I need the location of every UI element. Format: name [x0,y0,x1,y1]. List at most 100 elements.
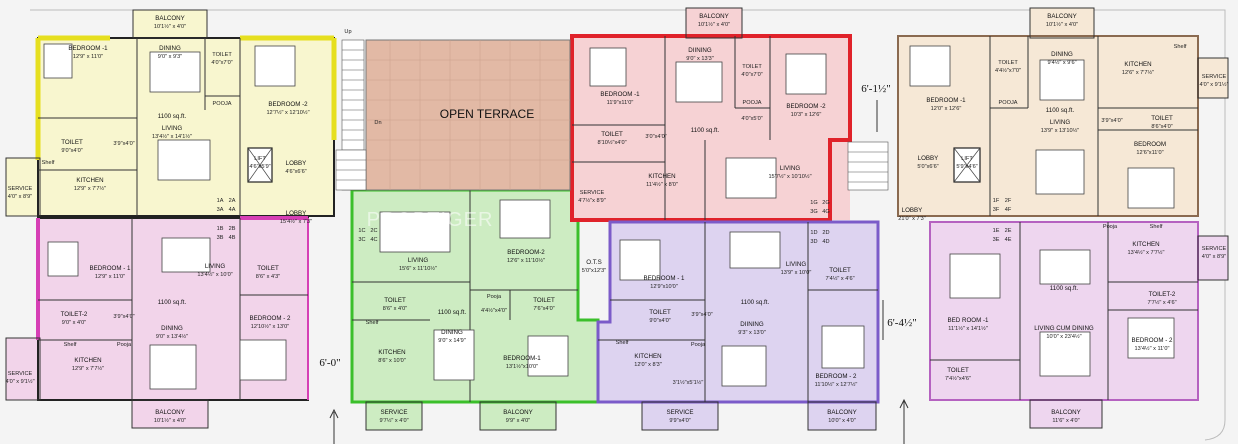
room-dim: 11'1½" x 14'1½" [948,325,988,332]
room-dim: 9'4½" x 9'6" [1047,59,1076,66]
unit-area: 1100 sq.ft. [1050,285,1079,292]
room-label: SERVICE [380,409,407,416]
labels-red-unit: DIINING 9'0" x 13'3" TOILET 4'0"x7'0" BE… [578,47,830,215]
room-label: LIVING [205,263,225,270]
room-dim: 4'0" x 9'1½" [5,378,34,385]
unit-code: 3C [358,237,365,243]
room-dim: 13'4½" x 11'0" [1135,345,1170,352]
room-dim: 9'0" x 4'0" [62,320,86,326]
room-dim: 4'0"x7'0" [211,60,232,66]
room-dim: 8'6" x 10'0" [378,358,406,364]
room-label: DINING [1051,51,1073,58]
room-label: BEDROOM - 1 [90,265,131,272]
unit-code: 3D [810,239,817,245]
lobby-label: LOBBY [286,210,307,217]
unit-area: 1100 sq.ft. [438,309,467,316]
balcony-label: BALCONY [1051,409,1081,416]
balcony-dim: 10'1½" x 4'0" [1046,21,1078,28]
watermark: PROPTIGER [367,209,494,231]
room-label: LIVING [408,257,428,264]
balcony-label: BALCONY [1047,13,1077,20]
stairs-up-label: Up [344,29,351,35]
room-label: BEDROOM - 2 [816,373,857,380]
unit-code: 1C [358,228,365,234]
unit-code: 1A [217,198,224,204]
room-label: Pooja [691,342,706,348]
room-label: Shelf [366,320,379,326]
labels-beige-unit: BEDROOM -1 12'0" x 12'6" DINING 9'4½" x … [926,44,1228,213]
room-dim: 8'6"x4'0" [1151,124,1172,130]
unit-code: 4E [1005,237,1012,243]
room-dim: 9'0"x4'0" [649,318,670,324]
room-label: Shelf [1174,44,1187,50]
unit-code: 2F [1005,198,1012,204]
unit-code: 2E [1005,228,1012,234]
room-label: LIVING [162,125,182,132]
room-label: KITCHEN [1124,61,1151,68]
unit-area: 1100 sq.ft. [158,113,187,120]
room-label: BEDROOM -1 [600,91,640,98]
room-dim: 12'6" x 11'10½" [507,257,545,264]
balcony-dim: 10'0" x 4'0" [828,418,856,424]
room-dim: 9'9"x4'0" [669,418,690,424]
room-label: TOILET [257,265,279,272]
arrow-markers [329,100,909,444]
room-label: TOILET [1151,115,1173,122]
room-label: SERVICE [8,186,33,192]
room-label: TOILET [947,367,969,374]
room-label: TOILET [384,297,406,304]
ots-dim: 5'0"x12'3" [582,268,606,274]
room-label: SERVICE [8,371,33,377]
room-label: TOILET [829,267,851,274]
unit-code: 1F [993,198,1000,204]
stairs-right [847,141,889,191]
balcony-dim: 10'1½" x 4'0" [154,23,186,30]
lift-dim: 5'9"x4'6" [956,164,977,170]
unit-area: 1100 sq.ft. [691,127,720,134]
unit-code: 1G [810,200,817,206]
room-dim: 9'7½" x 4'0" [379,417,408,424]
room-dim: 7'6"x4'0" [533,306,554,312]
lift-left [247,147,273,183]
labels-lavender-unit: 1E 2E 3E 4E Pooja Shelf KITCHEN 13'4½" x… [945,224,1226,382]
balcony-label: BALCONY [827,409,857,416]
stairs-down-label: Dn [374,120,381,126]
room-label: BEDROOM -2 [786,103,826,110]
room-dim: 12'10½" x 13'0" [251,323,289,330]
dimension-right-bottom: 6'-4½" [887,317,916,329]
room-label: BEDROOM [1134,141,1166,148]
unit-code: 2C [370,228,377,234]
room-label: DIINING [688,47,712,54]
room-label: POOJA [213,101,232,107]
room-dim: 11'4½" x 8'0" [646,181,678,188]
room-dim: 9'0" x 13'4½" [156,333,188,340]
room-dim: 12'7½" x 12'10½" [266,109,309,116]
room-label: Shelf [64,342,77,348]
unit-area: 1100 sq.ft. [741,299,770,306]
room-dim: 7'4½" x 4'6" [825,275,854,282]
unit-code: 4A [229,207,236,213]
room-label: SERVICE [580,190,605,196]
room-dim: 12'9"x10'0" [650,284,678,290]
room-label: SERVICE [1202,246,1227,252]
room-dim: 12'9" x 7'7½" [74,185,106,192]
room-label: TOILET [601,131,623,138]
unit-code: 3G [810,209,817,215]
room-dim: 9'0" x 14'9" [438,338,466,344]
room-dim: 7'7½" x 4'6" [1147,299,1176,306]
room-dim: 12'0" x 8'3" [634,362,662,368]
unit-code: 4D [822,239,829,245]
room-label: Shelf [1150,224,1163,230]
room-dim: 3'1½"x5'1½" [673,379,704,386]
room-label: BEDROOM -1 [926,97,966,104]
lobby-dim: 21'0" x 7'3" [898,216,926,222]
room-dim: 12'9" x 7'7½" [72,365,104,372]
unit-code: 2B [229,226,236,232]
room-label: TOILET [649,309,671,316]
balcony-dim: 9'9" x 4'0" [506,418,530,424]
lift-right [953,147,981,183]
room-dim: 13'9" x 13'10½" [1041,127,1079,134]
room-label: BEDROOM - 2 [250,315,291,322]
room-label: TOILET-2 [1149,291,1176,298]
